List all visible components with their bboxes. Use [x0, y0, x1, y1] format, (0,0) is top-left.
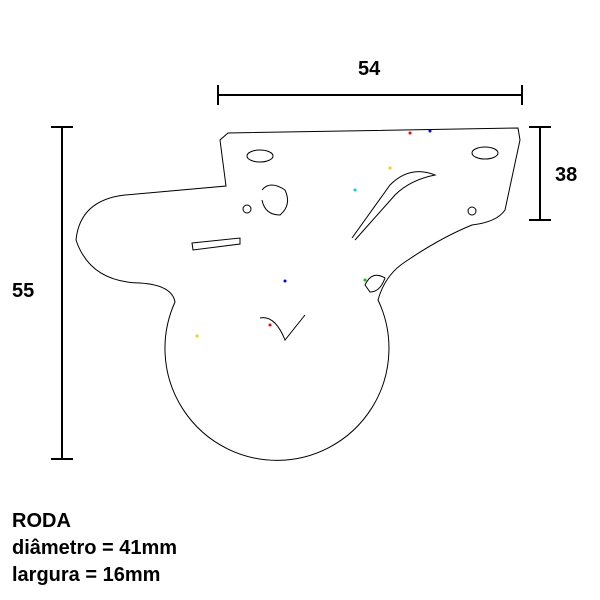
bracket-slot [191, 237, 241, 251]
axle-detail [259, 314, 306, 341]
swivel-detail [261, 184, 289, 216]
scan-artifacts [195, 129, 432, 338]
rivet-hole [242, 204, 252, 214]
dimension-line-width [217, 85, 523, 105]
rivet-hole [467, 206, 477, 216]
mounting-hole-right [471, 146, 499, 160]
plate-height-label: 38 [555, 164, 578, 186]
caption-width: largura = 16mm [12, 564, 161, 586]
caster-outline [75, 127, 521, 461]
mounting-hole-left [246, 149, 274, 163]
caption-diameter: diâmetro = 41mm [12, 537, 178, 559]
width-label: 54 [358, 58, 381, 80]
dimension-line-total-height [51, 126, 73, 460]
dimension-line-plate-height [529, 126, 551, 221]
brace-detail [351, 171, 437, 241]
fork-detail [364, 274, 386, 293]
caption-title: RODA [12, 510, 71, 532]
wheel-specs: RODA diâmetro = 41mm largura = 16mm [12, 508, 177, 589]
total-height-label: 55 [12, 280, 35, 302]
